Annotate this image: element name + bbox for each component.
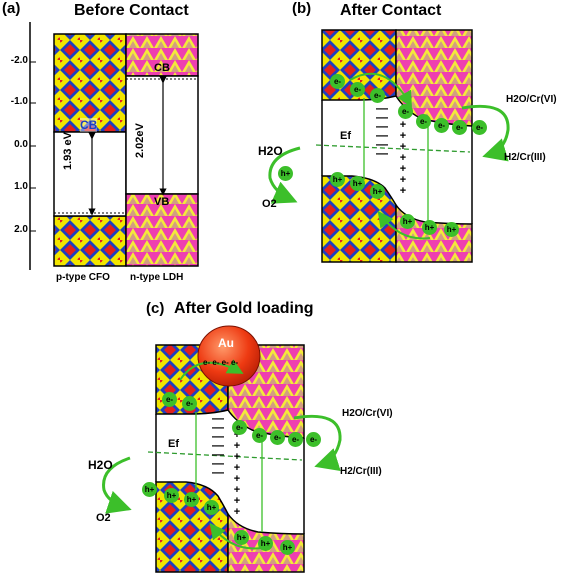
c-electron: e- xyxy=(252,428,267,443)
c-electron: e- xyxy=(162,392,177,407)
b-hole: h+ xyxy=(278,166,293,181)
b-cr6-label: H2O/Cr(VI) xyxy=(506,94,557,105)
c-cr6-label: H2O/Cr(VI) xyxy=(342,408,393,419)
b-hole: h+ xyxy=(422,220,437,235)
au-electrons: e- e- e- e- xyxy=(203,358,239,367)
b-electron: e- xyxy=(350,82,365,97)
cfo-cb-label: CB xyxy=(80,118,98,132)
c-space-charge-plus: ++++++++ xyxy=(233,429,241,518)
c-electron: e- xyxy=(306,432,321,447)
c-hole: h+ xyxy=(184,492,199,507)
panel-b-title: After Contact xyxy=(340,2,442,19)
b-electron: e- xyxy=(398,104,413,119)
panel-a xyxy=(29,22,199,270)
b-hole-transfer-arrow xyxy=(377,210,431,240)
c-hole: h+ xyxy=(258,536,273,551)
b-hole: h+ xyxy=(370,184,385,199)
c-cr-arrow xyxy=(293,414,342,472)
c-hole: h+ xyxy=(164,488,179,503)
b-electron: e- xyxy=(452,120,467,135)
c-hole: h+ xyxy=(142,482,157,497)
cfo-gap-label: 1.93 eV xyxy=(62,132,74,170)
c-electron: e- xyxy=(182,396,197,411)
c-au-transfer-arrow xyxy=(179,359,244,381)
b-hole: h+ xyxy=(400,214,415,229)
b-electron: e- xyxy=(416,114,431,129)
gold-nanoparticle xyxy=(197,325,261,387)
c-electron: e- xyxy=(288,432,303,447)
c-fermi-label: Ef xyxy=(168,438,179,450)
b-fermi-line xyxy=(315,144,471,153)
y-tick-label: 2.0 xyxy=(14,224,28,235)
c-oxygen-label: O2 xyxy=(96,512,111,524)
cfo-vb-block xyxy=(53,215,127,267)
c-hole-transfer-arrow xyxy=(209,522,263,550)
panel-b-tag: (b) xyxy=(292,0,312,17)
b-hole: h+ xyxy=(330,172,345,187)
b-hole: h+ xyxy=(444,222,459,237)
c-cr3-label: H2/Cr(III) xyxy=(340,466,382,477)
c-hole: h+ xyxy=(204,500,219,515)
c-electron: e- xyxy=(270,430,285,445)
y-tick-label: 0.0 xyxy=(14,139,28,150)
panel-b xyxy=(268,29,510,263)
c-space-charge-minus: ——————— xyxy=(212,411,224,479)
b-oxygen-label: O2 xyxy=(262,198,277,210)
b-electron: e- xyxy=(434,118,449,133)
b-water-arrow xyxy=(268,146,301,204)
panel-c-tag: (c) xyxy=(146,300,165,317)
panel-a-tag: (a) xyxy=(2,0,21,17)
b-fermi-label: Ef xyxy=(340,130,351,142)
panel-a-title: Before Contact xyxy=(74,2,189,19)
au-label: Au xyxy=(218,336,234,350)
ldh-cb-block xyxy=(125,33,199,77)
b-hole: h+ xyxy=(350,176,365,191)
panel-c-title: After Gold loading xyxy=(174,300,314,317)
b-cr-arrow xyxy=(461,104,510,162)
ldh-axis-label: n-type LDH xyxy=(130,272,184,283)
c-hole: h+ xyxy=(280,540,295,555)
ldh-vb-label: VB xyxy=(154,196,170,208)
c-water-arrow xyxy=(102,456,132,514)
b-electron: e- xyxy=(370,88,385,103)
ldh-cb-label: CB xyxy=(154,62,170,74)
y-tick-label: -2.0 xyxy=(10,55,28,66)
y-tick-label: -1.0 xyxy=(10,96,28,107)
c-fermi-line xyxy=(147,451,303,461)
b-electron: e- xyxy=(330,74,345,89)
b-electron: e- xyxy=(472,120,487,135)
ldh-gap-label: 2.02eV xyxy=(134,123,146,158)
b-electron-transfer-arrow xyxy=(349,72,412,108)
y-tick-label: 1.0 xyxy=(14,181,28,192)
c-electron: e- xyxy=(232,420,247,435)
b-space-charge-plus: +++++++ xyxy=(399,119,407,197)
b-cr3-label: H2/Cr(III) xyxy=(504,152,546,163)
c-water-label: H2O xyxy=(88,458,113,472)
cfo-axis-label: p-type CFO xyxy=(56,272,110,283)
b-space-charge-minus: —————— xyxy=(376,101,388,160)
b-water-label: H2O xyxy=(258,144,283,158)
c-hole: h+ xyxy=(234,530,249,545)
